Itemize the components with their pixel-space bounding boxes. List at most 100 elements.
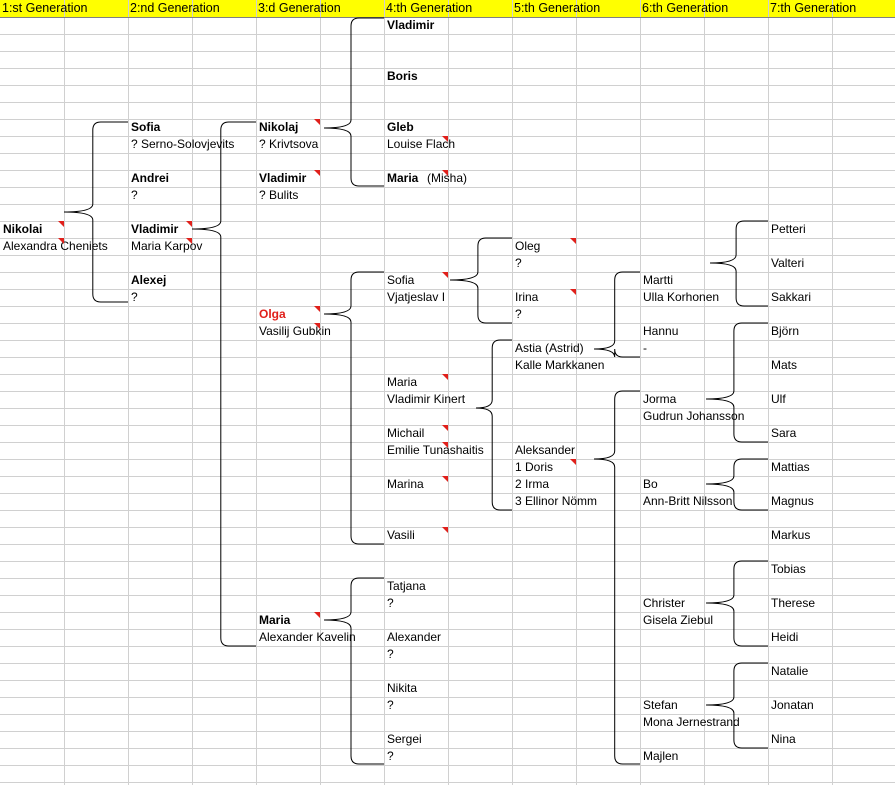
cell-hannu[interactable]: Hannu	[643, 324, 679, 338]
cell-gleb[interactable]: Gleb	[387, 120, 414, 134]
cell-marina[interactable]: Marina	[387, 477, 424, 491]
cell-mona[interactable]: Mona Jernestrand	[643, 715, 740, 729]
cell-louise[interactable]: Louise Flach	[387, 137, 456, 151]
cell-sofia-gen2[interactable]: Sofia	[131, 120, 161, 134]
cell-alexej[interactable]: Alexej	[131, 273, 167, 287]
comment-indicator[interactable]	[314, 170, 320, 176]
cell-aleksander[interactable]: Aleksander	[515, 443, 576, 457]
cell-bulits[interactable]: ? Bulits	[259, 188, 299, 202]
cell-heidi[interactable]: Heidi	[771, 630, 799, 644]
cell-kinert[interactable]: Vladimir Kinert	[387, 392, 466, 406]
cell-sofia-gen4[interactable]: Sofia	[387, 273, 415, 287]
cell-gudrun[interactable]: Gudrun Johansson	[643, 409, 745, 423]
header-gen-3[interactable]: 3:d Generation	[258, 1, 341, 15]
cell-oleg-spouse[interactable]: ?	[515, 256, 522, 270]
header-gen-1[interactable]: 1:st Generation	[2, 1, 88, 15]
cell-irina-spouse[interactable]: ?	[515, 307, 522, 321]
cell-martti[interactable]: Martti	[643, 273, 673, 287]
cell-stefan[interactable]: Stefan	[643, 698, 678, 712]
cell-maria-kinert[interactable]: Maria	[387, 375, 418, 389]
cell-mattias[interactable]: Mattias	[771, 460, 810, 474]
cell-andrei-spouse[interactable]: ?	[131, 188, 138, 202]
comment-indicator[interactable]	[442, 272, 448, 278]
cell-vjatjeslav[interactable]: Vjatjeslav I	[387, 290, 446, 304]
cell-irma[interactable]: 2 Irma	[515, 477, 550, 491]
cell-hannu-spouse[interactable]: -	[643, 341, 647, 355]
cell-nikolai[interactable]: Nikolai	[3, 222, 43, 236]
cell-natalie[interactable]: Natalie	[771, 664, 809, 678]
cell-irina[interactable]: Irina	[515, 290, 539, 304]
header-gen-2[interactable]: 2:nd Generation	[130, 1, 220, 15]
cell-doris[interactable]: 1 Doris	[515, 460, 554, 474]
cell-emilie[interactable]: Emilie Tunashaitis	[387, 443, 484, 457]
cell-astia[interactable]: Astia (Astrid)	[515, 341, 584, 355]
cell-christer[interactable]: Christer	[643, 596, 686, 610]
cell-annbritt[interactable]: Ann-Britt Nilsson	[643, 494, 733, 508]
cell-olga[interactable]: Olga	[259, 307, 286, 321]
cell-ulla[interactable]: Ulla Korhonen	[643, 290, 720, 304]
cell-nina[interactable]: Nina	[771, 732, 796, 746]
cell-valteri[interactable]: Valteri	[771, 256, 805, 270]
comment-indicator[interactable]	[314, 119, 320, 125]
cell-krivtsova[interactable]: ? Krivtsova	[259, 137, 319, 151]
cell-vladimir-gen3[interactable]: Vladimir	[259, 171, 307, 185]
cell-nikita[interactable]: Nikita	[387, 681, 418, 695]
cell-nikolaj[interactable]: Nikolaj	[259, 120, 299, 134]
cell-tatjana-spouse[interactable]: ?	[387, 596, 394, 610]
cell-ulf[interactable]: Ulf	[771, 392, 786, 406]
cell-kavelin[interactable]: Alexander Kavelin	[259, 630, 356, 644]
cell-gisela[interactable]: Gisela Ziebul	[643, 613, 714, 627]
cell-alexandra[interactable]: Alexandra Cheniets	[3, 239, 108, 253]
cell-gubkin[interactable]: Vasilij Gubkin	[259, 324, 331, 338]
comment-indicator[interactable]	[570, 289, 576, 295]
comment-indicator[interactable]	[314, 323, 320, 329]
cell-jonatan[interactable]: Jonatan	[771, 698, 814, 712]
cell-vladimir-gen2[interactable]: Vladimir	[131, 222, 179, 236]
cell-andrei[interactable]: Andrei	[131, 171, 170, 185]
comment-indicator[interactable]	[58, 221, 64, 227]
cell-alexej-spouse[interactable]: ?	[131, 290, 138, 304]
cell-sergei[interactable]: Sergei	[387, 732, 422, 746]
cell-alexander-gen4[interactable]: Alexander	[387, 630, 442, 644]
cell-sara[interactable]: Sara	[771, 426, 797, 440]
cell-tobias[interactable]: Tobias	[771, 562, 806, 576]
cell-vasili[interactable]: Vasili	[387, 528, 415, 542]
cell-markus[interactable]: Markus	[771, 528, 811, 542]
cell-vladimir-gen4[interactable]: Vladimir	[387, 18, 435, 32]
comment-indicator[interactable]	[442, 136, 448, 142]
cell-bo[interactable]: Bo	[643, 477, 658, 491]
comment-indicator[interactable]	[570, 238, 576, 244]
header-gen-6[interactable]: 6:th Generation	[642, 1, 729, 15]
comment-indicator[interactable]	[442, 527, 448, 533]
comment-indicator[interactable]	[442, 374, 448, 380]
cell-petteri[interactable]: Petteri	[771, 222, 806, 236]
comment-indicator[interactable]	[442, 170, 448, 176]
cell-michail[interactable]: Michail	[387, 426, 425, 440]
cell-jorma[interactable]: Jorma	[643, 392, 677, 406]
cell-alexander-spouse[interactable]: ?	[387, 647, 394, 661]
cell-majlen[interactable]: Majlen	[643, 749, 679, 763]
cell-tatjana[interactable]: Tatjana	[387, 579, 426, 593]
cell-therese[interactable]: Therese	[771, 596, 816, 610]
cell-maria-karpov[interactable]: Maria Karpov	[131, 239, 203, 253]
header-gen-5[interactable]: 5:th Generation	[514, 1, 601, 15]
cell-maria-gen4[interactable]: Maria	[387, 171, 419, 185]
cell-serno[interactable]: ? Serno-Solovjevits	[131, 137, 235, 151]
cell-bjorn[interactable]: Björn	[771, 324, 800, 338]
cell-magnus[interactable]: Magnus	[771, 494, 814, 508]
cell-boris[interactable]: Boris	[387, 69, 418, 83]
comment-indicator[interactable]	[186, 221, 192, 227]
cell-kalle[interactable]: Kalle Markkanen	[515, 358, 605, 372]
cell-oleg[interactable]: Oleg	[515, 239, 541, 253]
comment-indicator[interactable]	[442, 476, 448, 482]
cell-ellinor[interactable]: 3 Ellinor Nömm	[515, 494, 598, 508]
comment-indicator[interactable]	[314, 612, 320, 618]
cell-sakkari[interactable]: Sakkari	[771, 290, 812, 304]
comment-indicator[interactable]	[314, 306, 320, 312]
cell-mats[interactable]: Mats	[771, 358, 798, 372]
comment-indicator[interactable]	[186, 238, 192, 244]
comment-indicator[interactable]	[58, 238, 64, 244]
header-gen-4[interactable]: 4:th Generation	[386, 1, 473, 15]
comment-indicator[interactable]	[442, 442, 448, 448]
comment-indicator[interactable]	[570, 459, 576, 465]
